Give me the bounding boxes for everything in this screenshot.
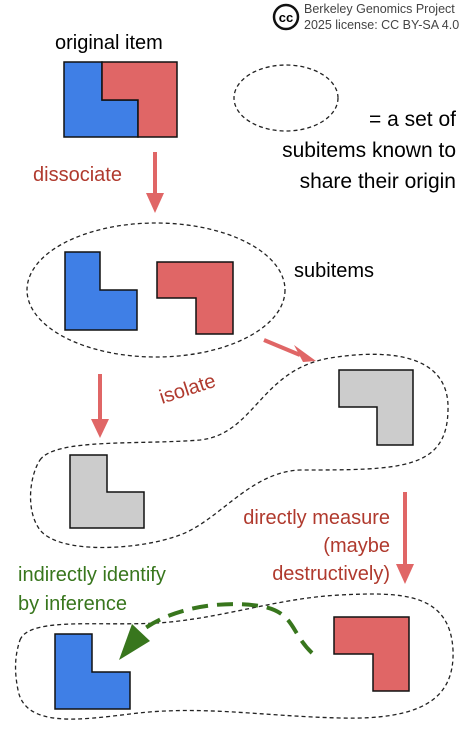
subitems-label: subitems (294, 260, 374, 282)
credit-block: cc Berkeley Genomics Project 2025 licens… (272, 2, 459, 32)
isolated-gray-piece-right (338, 369, 414, 446)
isolate-label: isolate (157, 370, 219, 409)
legend-set-ellipse (233, 64, 339, 132)
dissociate-arrow (146, 152, 164, 213)
original-item-label: original item (55, 32, 163, 54)
subitem-blue-piece (64, 251, 138, 331)
infer-label-line-2: by inference (18, 593, 127, 615)
measure-label-line-2: (maybe (323, 535, 390, 557)
cc-icon: cc (272, 3, 300, 31)
original-item (63, 61, 178, 138)
final-red-piece (333, 616, 410, 692)
measure-label-line-1: directly measure (243, 507, 390, 529)
credit-line-2: 2025 license: CC BY-SA 4.0 (304, 18, 459, 32)
subitem-red-piece (156, 261, 234, 335)
isolate-arrow-right (263, 338, 316, 362)
credit-line-1: Berkeley Genomics Project (304, 2, 455, 16)
legend-line-1: = a set of (369, 108, 456, 131)
infer-label-line-1: indirectly identify (18, 564, 166, 586)
inference-arrow (119, 602, 314, 660)
isolated-set-outline (29, 353, 449, 549)
subitems-set-ellipse (26, 222, 286, 358)
cc-badge-text: cc (279, 10, 293, 25)
legend-line-3: share their origin (300, 170, 456, 193)
final-blue-piece (54, 633, 131, 710)
isolated-gray-piece-left (69, 454, 145, 529)
dissociate-label: dissociate (33, 164, 122, 186)
isolate-arrow-left (91, 374, 109, 438)
legend-line-2: subitems known to (282, 139, 456, 162)
final-set-outline (14, 593, 454, 720)
original-red-part (101, 61, 178, 138)
measure-arrow (396, 492, 414, 584)
measure-label-line-3: destructively) (272, 563, 390, 585)
